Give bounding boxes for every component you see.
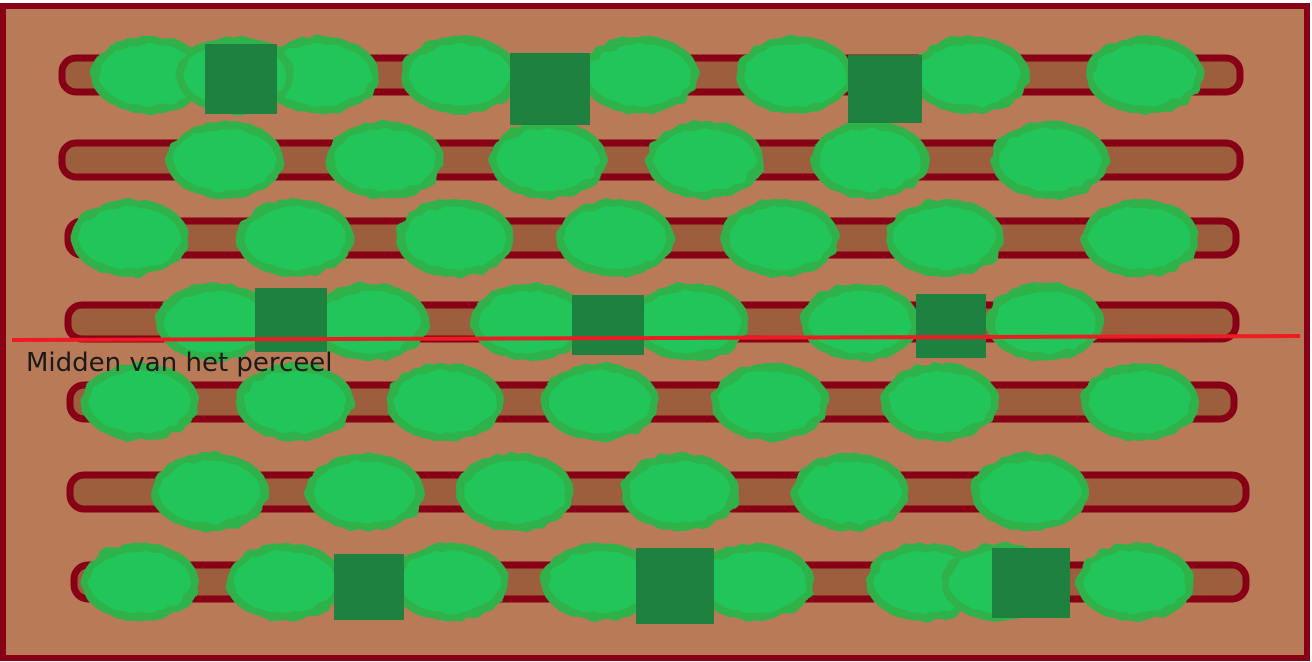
- bush: [581, 36, 699, 114]
- bush: [721, 199, 839, 277]
- dark-square-marker: [636, 548, 714, 624]
- bush: [711, 363, 829, 441]
- bush: [801, 283, 919, 361]
- bush: [621, 453, 739, 531]
- dark-square-marker: [916, 294, 986, 358]
- bush: [556, 199, 674, 277]
- dark-square-marker: [205, 44, 277, 114]
- bush: [236, 199, 354, 277]
- bush: [391, 543, 509, 621]
- bush: [306, 453, 424, 531]
- bush: [71, 199, 189, 277]
- bush: [646, 121, 764, 199]
- bush: [456, 453, 574, 531]
- dark-square-marker: [255, 288, 327, 352]
- bush: [226, 543, 344, 621]
- bush: [631, 283, 749, 361]
- bush: [991, 121, 1109, 199]
- bush: [1081, 199, 1199, 277]
- bush: [81, 363, 199, 441]
- bush: [911, 36, 1029, 114]
- bush: [166, 121, 284, 199]
- bush: [971, 453, 1089, 531]
- dark-square-marker: [334, 554, 404, 620]
- bush: [1086, 36, 1204, 114]
- dark-square-marker: [510, 53, 590, 125]
- dark-square-marker: [572, 295, 644, 355]
- dark-square-marker: [992, 548, 1070, 618]
- bush: [811, 121, 929, 199]
- dark-square-marker: [848, 55, 922, 123]
- bush: [881, 363, 999, 441]
- bush: [396, 199, 514, 277]
- bush: [401, 36, 519, 114]
- bush: [236, 363, 354, 441]
- bush: [386, 363, 504, 441]
- bush: [791, 453, 909, 531]
- bush: [471, 283, 589, 361]
- bush: [886, 199, 1004, 277]
- bush: [541, 363, 659, 441]
- bush: [986, 283, 1104, 361]
- bush: [489, 121, 607, 199]
- bush: [81, 543, 199, 621]
- bush: [736, 36, 854, 114]
- bush: [1081, 363, 1199, 441]
- bush: [1076, 543, 1194, 621]
- bush: [326, 121, 444, 199]
- bush: [151, 453, 269, 531]
- bush: [311, 283, 429, 361]
